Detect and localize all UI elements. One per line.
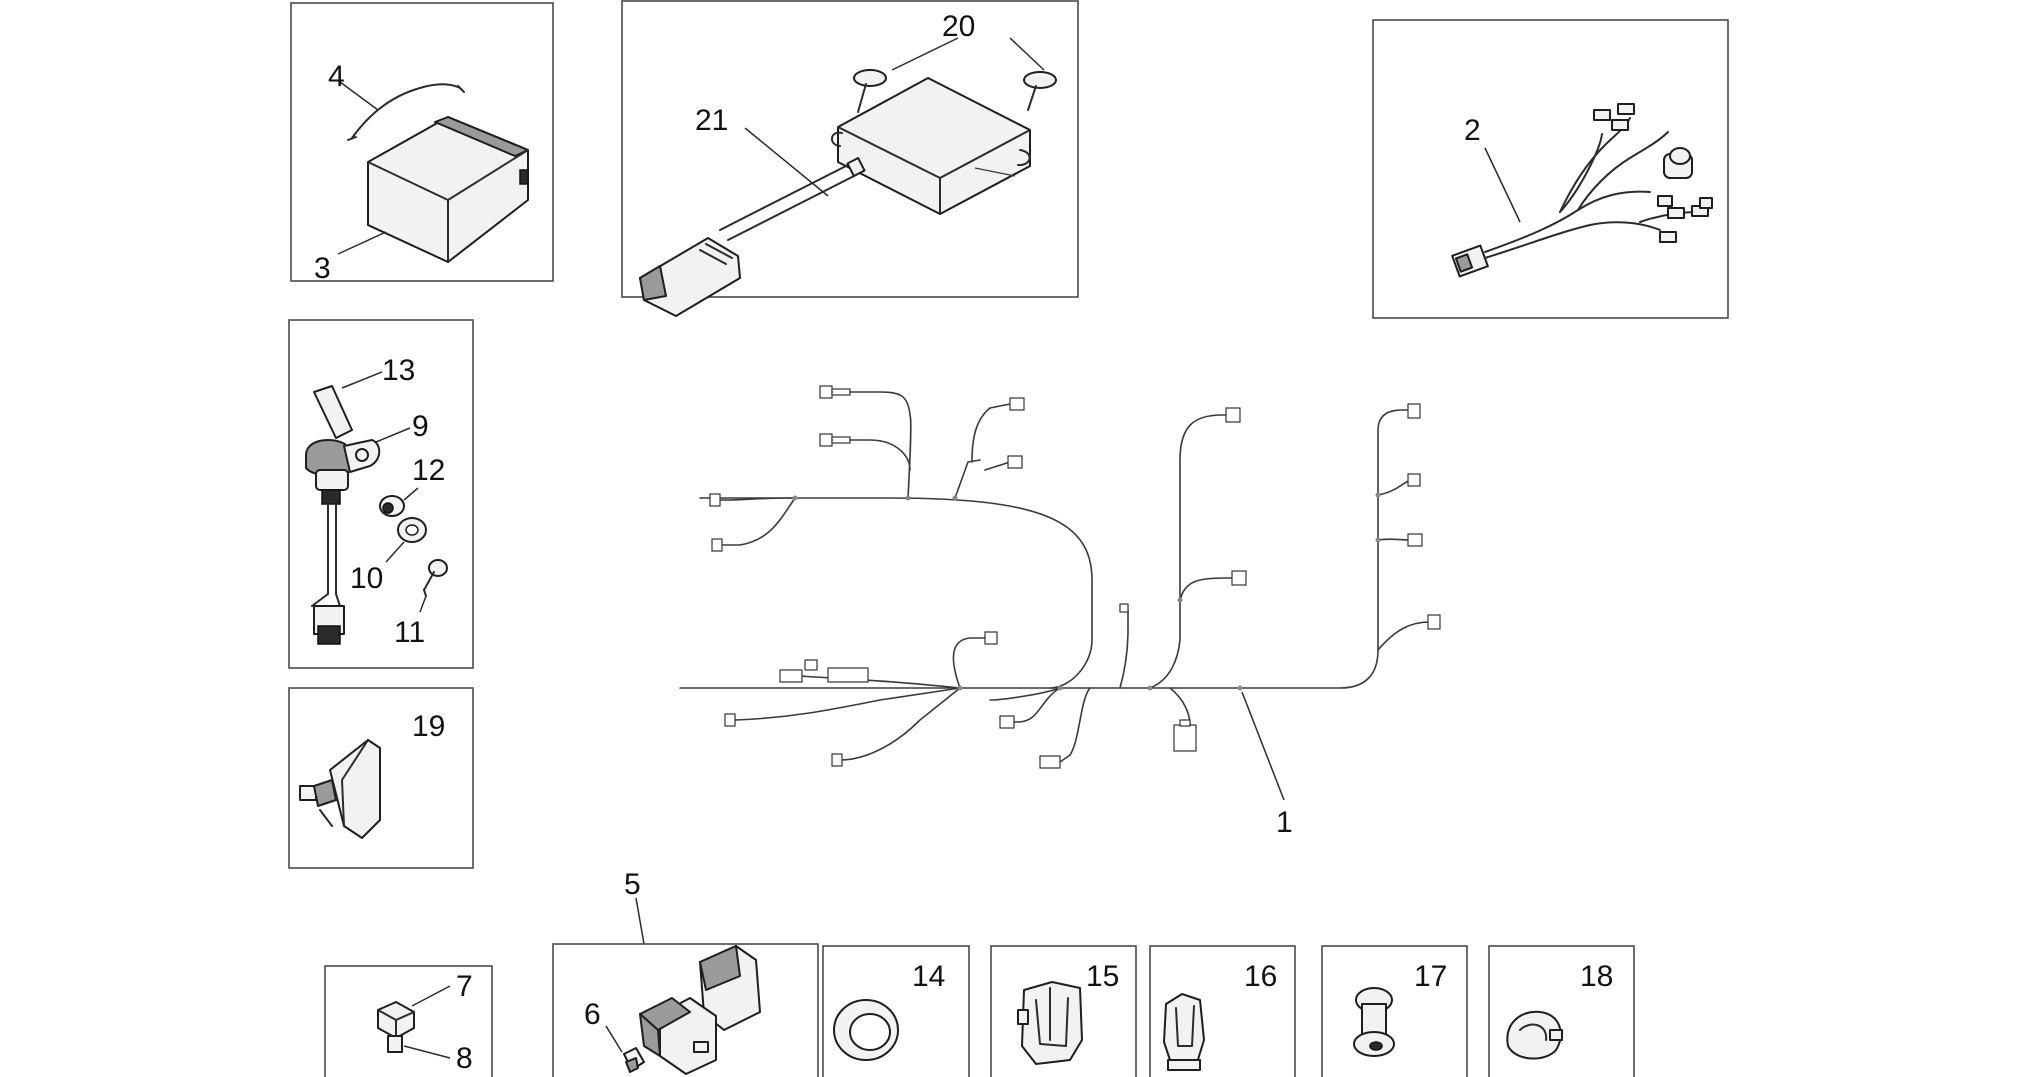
clip-panel: 19 — [288, 687, 474, 869]
main-harness: 1 — [679, 385, 1441, 839]
part-label-18: 18 — [1580, 960, 1613, 993]
part-label-7: 7 — [456, 970, 473, 1003]
part-label-13: 13 — [382, 354, 415, 387]
fuse-panel: 7 8 — [324, 965, 493, 1077]
part-label-16: 16 — [1244, 960, 1277, 993]
battery-panel: 4 3 — [290, 2, 554, 285]
clip-15-panel: 15 — [990, 945, 1137, 1077]
part-label-19: 19 — [412, 710, 445, 743]
part-label-1: 1 — [1276, 806, 1293, 839]
screw-icon — [853, 69, 887, 113]
relay-panel: 5 6 — [552, 868, 819, 1077]
part-label-2: 2 — [1464, 114, 1481, 147]
part-label-9: 9 — [412, 410, 429, 443]
part-label-17: 17 — [1414, 960, 1447, 993]
part-label-14: 14 — [912, 960, 945, 993]
bush-panel: 17 — [1321, 945, 1468, 1077]
cap-panel: 18 — [1488, 945, 1635, 1077]
control-module-panel: 21 20 — [621, 0, 1079, 317]
clip-16-panel: 16 — [1149, 945, 1296, 1077]
grommet-panel: 14 — [822, 945, 970, 1077]
part-label-5: 5 — [624, 868, 641, 901]
part-label-11: 11 — [394, 616, 425, 649]
part-label-8: 8 — [456, 1042, 473, 1075]
part-label-6: 6 — [584, 998, 601, 1031]
part-label-20: 20 — [942, 10, 975, 43]
part-label-10: 10 — [350, 562, 383, 595]
part-label-4: 4 — [328, 60, 345, 93]
ignition-switch-panel: 13 9 12 10 11 — [288, 319, 474, 669]
screw-icon — [1023, 71, 1057, 111]
part-label-12: 12 — [412, 454, 445, 487]
part-label-15: 15 — [1086, 960, 1119, 993]
part-label-3: 3 — [314, 252, 331, 285]
part-label-21: 21 — [695, 104, 728, 137]
small-harness-panel: 2 — [1372, 19, 1729, 319]
